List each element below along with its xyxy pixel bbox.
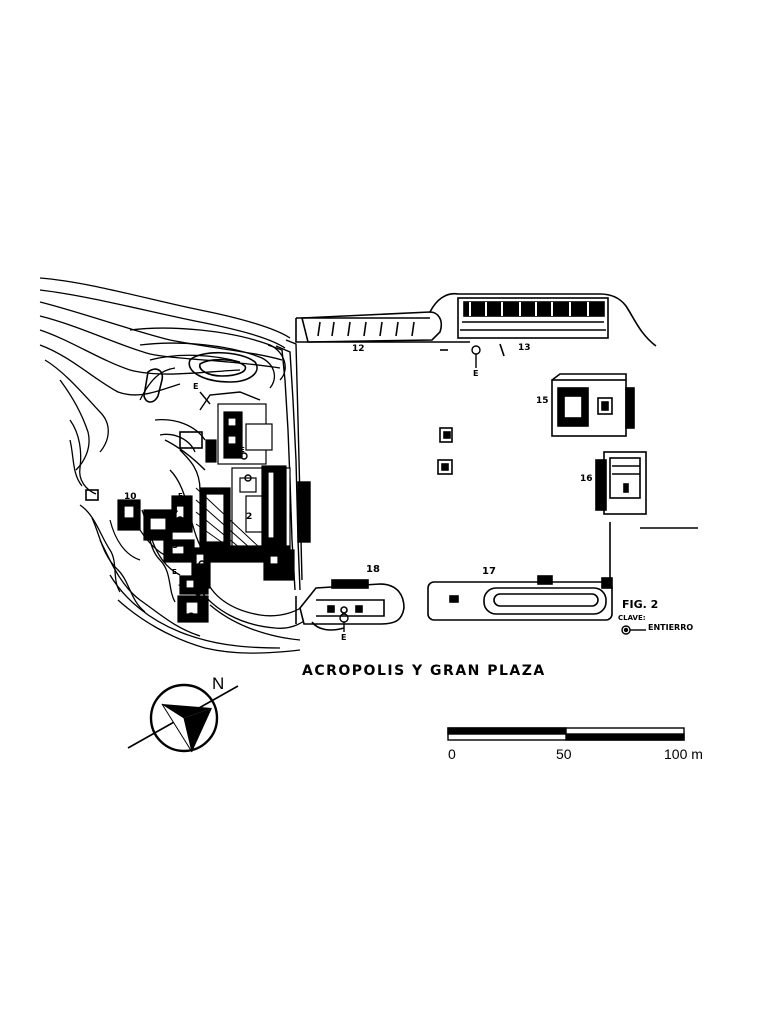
map-title: ACROPOLIS Y GRAN PLAZA [302,663,546,679]
scale-label-0: 0 [448,746,456,762]
label-structure-17: 17 [482,566,496,577]
burial-label-south: E [341,633,347,642]
mounds [85,351,258,501]
label-structure-4: 4 [172,506,179,516]
label-structure-16: 16 [580,474,593,484]
legend-burial-symbol [621,625,646,635]
acropolis-walls [164,339,311,591]
label-structure-5: 5 [172,541,179,551]
label-structure-13: 13 [518,343,531,353]
burial-label-acropolis-3: E [178,492,183,500]
burial-label-acropolis-1: E [193,382,199,391]
plaza-altars [437,427,453,475]
legend-burial-label: ENTIERRO [648,623,694,632]
scale-label-100: 100 m [664,746,703,762]
acropolis-buildings [109,403,295,623]
structure-15 [551,373,635,437]
structure-13 [429,292,657,357]
plaza-outline [295,317,698,624]
structure-16 [595,451,647,515]
label-structure-18: 18 [366,564,380,575]
label-structure-15: 15 [536,396,549,406]
label-structure-8: 8 [188,612,195,622]
north-label: N [212,674,225,693]
burial-label-north: E [473,369,479,378]
burial-label-acropolis-2: E [240,446,245,454]
figure-number: FIG. 2 [622,598,659,611]
burial-label-acropolis-4: E [172,568,177,576]
structure-12 [300,311,443,343]
scale-bar [447,727,685,741]
label-structure-12: 12 [352,344,365,354]
label-structure-10: 10 [124,492,137,502]
label-structure-2: 2 [246,512,253,522]
legend-heading: CLAVE: [618,614,646,622]
structure-17 [427,575,613,621]
burial-markers [176,345,481,632]
scale-label-50: 50 [556,746,572,762]
label-structure-1: 1 [236,414,243,424]
north-arrow-icon [127,683,239,753]
label-structure-7: 7 [178,584,185,594]
structure-18 [299,579,405,631]
